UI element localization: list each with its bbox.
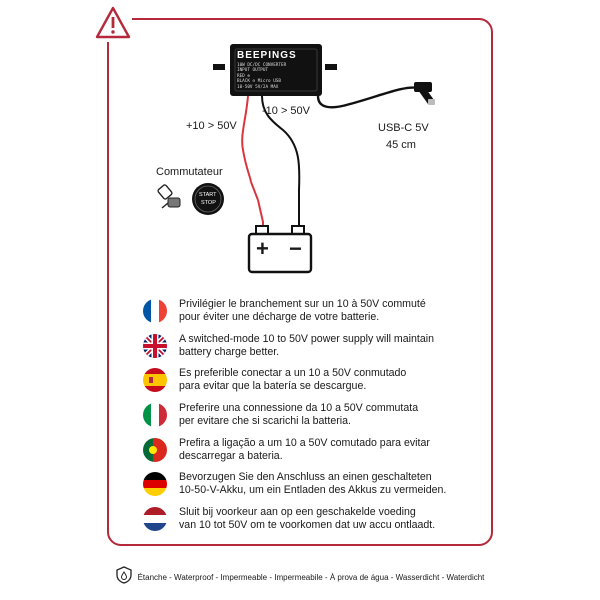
flag-netherlands-icon (143, 506, 167, 531)
spec-row: RED ⊕ (237, 73, 250, 79)
spec-row: INPUT OUTPUT (237, 68, 269, 74)
positive-voltage-label: +10 > 50V (186, 120, 237, 132)
usb-c-plug (414, 82, 435, 105)
note-line: Privilégier le branchement sur un 10 à 5… (179, 298, 426, 311)
note-line: para evitar que la batería se descargue. (179, 380, 367, 393)
negative-voltage-label: -10 > 50V (262, 105, 311, 117)
stop-label: STOP (201, 200, 216, 206)
note-line: Preferire una connessione da 10 a 50V co… (179, 402, 419, 415)
note-en: A switched-mode 10 to 50V power supply w… (143, 329, 483, 364)
usb-length-label: 45 cm (386, 139, 416, 151)
note-line: pour éviter une décharge de votre batter… (179, 311, 380, 324)
start-label: START (199, 192, 217, 198)
note-fr: Privilégier le branchement sur un 10 à 5… (143, 294, 483, 329)
note-de: Bevorzugen Sie den Anschluss an einen ge… (143, 467, 483, 502)
flag-uk-icon (143, 333, 167, 358)
flag-germany-icon (143, 472, 167, 497)
switch-label: Commutateur (156, 166, 223, 178)
note-line: A switched-mode 10 to 50V power supply w… (179, 332, 434, 345)
note-line: Es preferible conectar a un 10 a 50V con… (179, 367, 407, 380)
water-drop-shield-icon (115, 566, 132, 589)
note-text: Es preferible conectar a un 10 a 50V con… (179, 367, 406, 393)
negative-wire (261, 95, 301, 230)
converter-module (213, 44, 337, 96)
note-line: Sluit bij voorkeur aan op een geschakeld… (179, 505, 416, 518)
switch-lever (250, 181, 259, 201)
spec-row: BLACK ⊖ Micro USB (237, 79, 281, 85)
note-line: battery charge better. (179, 345, 280, 358)
footer: Étanche - Waterproof - Impermeable - Imp… (0, 566, 600, 589)
flag-portugal-icon (143, 437, 167, 462)
note-text: Preferire una connessione da 10 a 50V co… (179, 402, 418, 428)
note-line: van 10 tot 50V om te voorkomen dat uw ac… (179, 518, 436, 531)
spec-row: 10W DC/DC CONVERTER (237, 63, 287, 68)
content-frame (107, 18, 493, 546)
positive-wire (241, 95, 252, 183)
flag-italy-icon (143, 403, 167, 428)
battery-icon (247, 225, 313, 274)
multilingual-notes: Privilégier le branchement sur un 10 à 5… (143, 294, 483, 536)
note-nl: Sluit bij voorkeur aan op een geschakeld… (143, 502, 483, 537)
flag-spain-icon (143, 368, 167, 393)
note-line: Bevorzugen Sie den Anschluss an einen ge… (179, 471, 432, 484)
note-it: Preferire una connessione da 10 a 50V co… (143, 398, 483, 433)
usb-type-label: USB-C 5V (378, 122, 429, 134)
note-es: Es preferible conectar a un 10 a 50V con… (143, 363, 483, 398)
key-icon (157, 184, 181, 209)
battery-plus-sign: + (256, 236, 269, 261)
note-text: Sluit bij voorkeur aan op een geschakeld… (179, 506, 435, 532)
note-text: Privilégier le branchement sur un 10 à 5… (179, 298, 426, 324)
device-brand: BEEPINGS (237, 50, 297, 61)
wiring-diagram (157, 44, 435, 274)
note-line: Prefira a ligação a um 10 a 50V comutado… (179, 436, 430, 449)
note-pt: Prefira a ligação a um 10 a 50V comutado… (143, 432, 483, 467)
note-line: 10-50-V-Akku, um ein Entladen des Akkus … (179, 484, 447, 497)
device-spec-text: 10W DC/DC CONVERTER INPUT OUTPUT RED ⊕ B… (237, 63, 319, 90)
note-line: per evitare che si scarichi la batteria. (179, 415, 351, 428)
battery-minus-sign: − (289, 236, 302, 261)
flag-france-icon (143, 299, 167, 324)
waterproof-text: Étanche - Waterproof - Impermeable - Imp… (137, 573, 485, 582)
note-text: A switched-mode 10 to 50V power supply w… (179, 333, 434, 359)
start-stop-button (192, 183, 224, 215)
spec-row: 10-50V 5V/2A MAX (237, 84, 279, 90)
note-text: Bevorzugen Sie den Anschluss an einen ge… (179, 471, 446, 497)
usb-cable (316, 86, 419, 109)
warning-icon (94, 4, 132, 42)
note-line: descarregar a bateria. (179, 449, 283, 462)
note-text: Prefira a ligação a um 10 a 50V comutado… (179, 437, 430, 463)
